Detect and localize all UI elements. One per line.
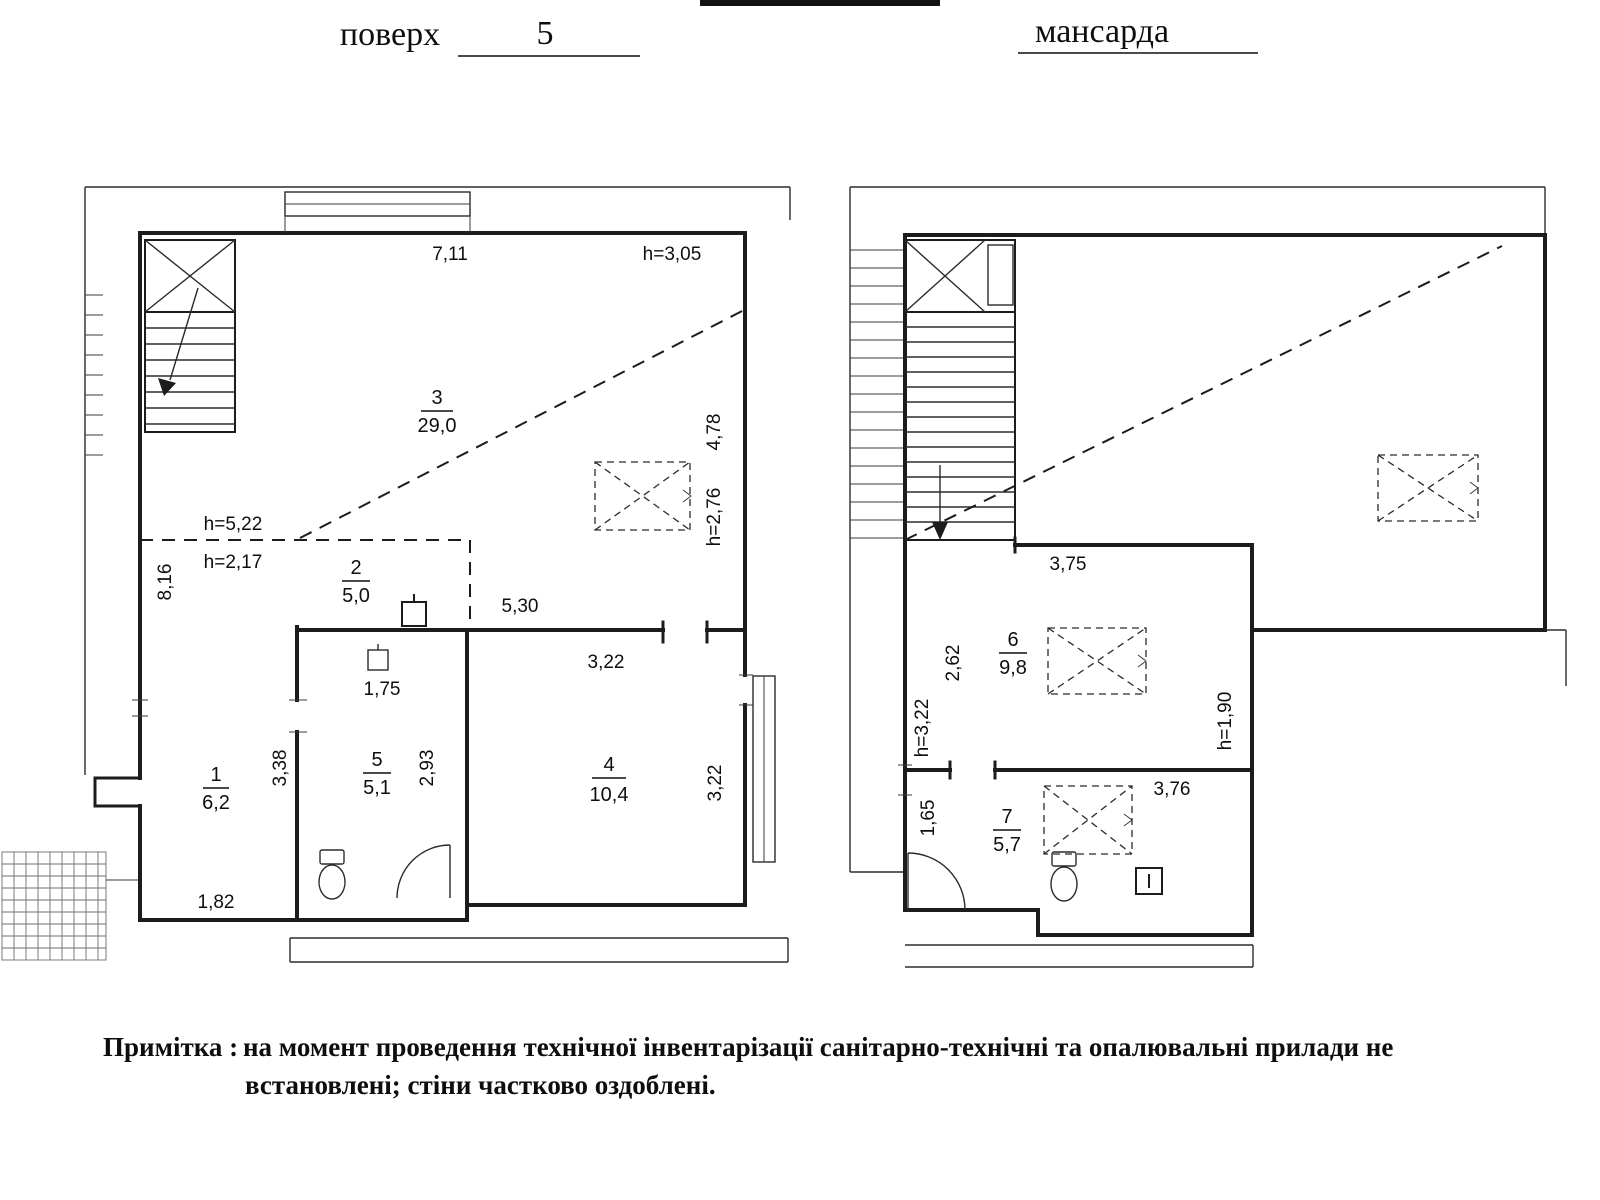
attic-label: мансарда [1035,13,1169,50]
scan-artifact [700,0,940,6]
attic-outline [849,186,1546,968]
note-section: Примітка : на момент проведення технічно… [103,1032,1393,1100]
floor5-stairs [144,239,236,433]
dim-depth-room4: 3,22 [705,765,726,802]
room7-area: 5,7 [993,834,1021,856]
room7-number: 7 [1001,806,1012,828]
room4-number: 4 [603,754,614,776]
room6-area: 9,8 [999,657,1027,679]
stairs-arrowhead [158,378,176,396]
floor5-outline [84,186,791,963]
header: поверх 5 мансарда [340,13,1258,57]
stairs-direction-arrow [169,287,199,381]
dim-depth-left: 8,16 [155,564,176,601]
dim-width-top: 7,11 [432,244,468,265]
attic-plan: 6 9,8 7 5,7 3,75 2,62 h=3,22 h=1,90 1,65… [849,186,1567,968]
room4-area: 10,4 [590,784,629,806]
room3-area: 29,0 [418,415,457,437]
attic-bath-fixtures [907,851,1163,911]
toilet-tank [319,849,345,865]
floor5-external-hatch [1,851,140,961]
attic-walls [898,233,1567,937]
dim-width-bottom: 1,82 [198,892,235,913]
floor5-room-labels: 3 29,0 2 5,0 1 6,2 5 5,1 4 10,4 [202,387,628,814]
dim-depth-room1: 3,38 [270,750,291,787]
attic-stairs [904,239,1016,541]
dim-h-ridge: h=5,22 [204,514,263,535]
vent-shaft [401,601,427,627]
dim-width-corridor: 5,30 [502,596,539,617]
room1-number: 1 [210,764,221,786]
dim-depth-right: 4,78 [704,414,725,451]
dim-depth-room6: 2,62 [943,645,964,682]
note-line2: встановлені; стіни частково оздоблені. [245,1070,716,1100]
dim-width-room6: 3,75 [1050,554,1087,575]
vent-shaft [1135,867,1163,895]
floor5-interior-walls [140,539,747,922]
floor5-roof-slope-line [299,307,749,539]
floor5-roof-window [594,461,692,531]
dim-width-room7: 3,76 [1154,779,1191,800]
toilet-bowl [1050,866,1078,902]
stairs-arrowhead [932,522,948,540]
dim-width-room7-left: 1,65 [918,800,939,837]
toilet-tank [1051,851,1077,867]
room5-number: 5 [371,749,382,771]
floor5-bath-fixtures [318,594,451,900]
dim-depth-bath: 2,93 [417,750,438,787]
attic-room-labels: 6 9,8 7 5,7 [993,629,1027,856]
room7-closet [1043,785,1133,855]
floor-number: 5 [537,15,554,52]
attic-roof-window [1377,454,1479,522]
floor5-walls [93,231,747,922]
dim-width-vent: 1,75 [364,679,401,700]
dim-h-right: h=2,76 [704,488,725,547]
room7-door-arc [907,852,966,911]
note-label: Примітка : [103,1032,238,1062]
dim-h-low: h=2,17 [204,552,263,573]
room6-number: 6 [1007,629,1018,651]
dim-h-right: h=1,90 [1215,692,1236,751]
floor5-top-window [284,191,471,233]
floor5-dimensions: 7,11 h=3,05 h=5,22 h=2,17 8,16 5,30 1,75… [155,244,726,913]
floor-label: поверх [340,16,440,53]
room6-closet [1047,627,1147,695]
attic-dimensions: 3,75 2,62 h=3,22 h=1,90 1,65 3,76 [912,554,1236,836]
floor5-plan: 3 29,0 2 5,0 1 6,2 5 5,1 4 10,4 7,11 h=3… [1,186,791,963]
vent-shaft-small [367,649,389,671]
room3-number: 3 [431,387,442,409]
bath-door-arc [396,844,451,899]
floor5-balcony-rail [739,674,776,863]
note-line1: на момент проведення технічної інвентарі… [243,1032,1393,1062]
toilet-bowl [318,864,346,900]
dim-h-top: h=3,05 [643,244,702,265]
dim-width-room4: 3,22 [588,652,625,673]
room5-area: 5,1 [363,777,391,799]
room2-number: 2 [350,557,361,579]
room1-area: 6,2 [202,792,230,814]
dim-h-left: h=3,22 [912,699,933,758]
attic-roof-slope-line [904,245,1503,541]
room2-area: 5,0 [342,585,370,607]
